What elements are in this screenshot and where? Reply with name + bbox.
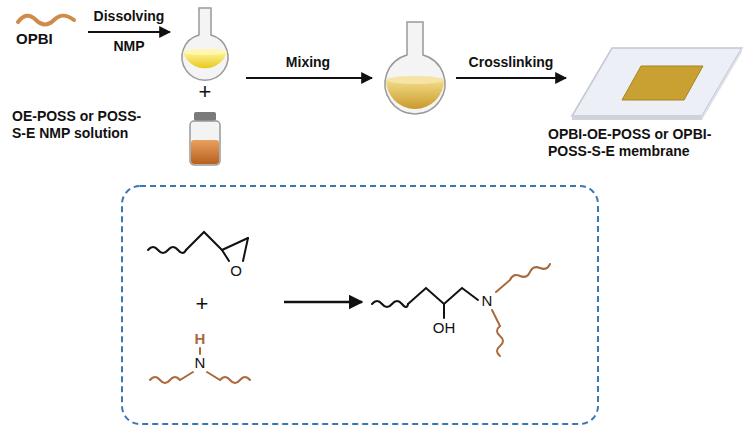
atom-label: O — [230, 262, 242, 280]
membrane — [622, 66, 703, 100]
glass-plate — [572, 48, 742, 120]
step-label: Dissolving — [94, 8, 165, 25]
flask — [385, 22, 445, 114]
product-structure — [372, 264, 550, 356]
reaction-arrow — [284, 301, 362, 304]
flask — [182, 8, 228, 80]
reaction-frame — [122, 186, 598, 424]
atom-label: H — [195, 330, 206, 348]
plus-sign: + — [199, 79, 212, 105]
polymer-strand — [18, 16, 74, 25]
material-name: OPBI — [16, 30, 53, 48]
process-arrow — [246, 77, 372, 79]
product-name: OPBI-OE-POSS or OPBI-POSS-S-E membrane — [548, 126, 748, 160]
atom-label: N — [195, 354, 206, 372]
step-label: Crosslinking — [469, 54, 554, 71]
atom-label: OH — [433, 319, 456, 337]
epoxide-structure — [148, 232, 248, 261]
plus-sign: + — [196, 291, 209, 317]
atom-label: N — [482, 292, 493, 310]
material-name: OE-POSS or POSS-S-E NMP solution — [12, 108, 144, 142]
process-arrow — [456, 77, 566, 79]
amine-structure — [150, 348, 250, 383]
process-arrow — [88, 31, 170, 33]
solvent-label: NMP — [113, 38, 144, 55]
step-label: Mixing — [286, 54, 330, 71]
vial — [190, 112, 220, 165]
